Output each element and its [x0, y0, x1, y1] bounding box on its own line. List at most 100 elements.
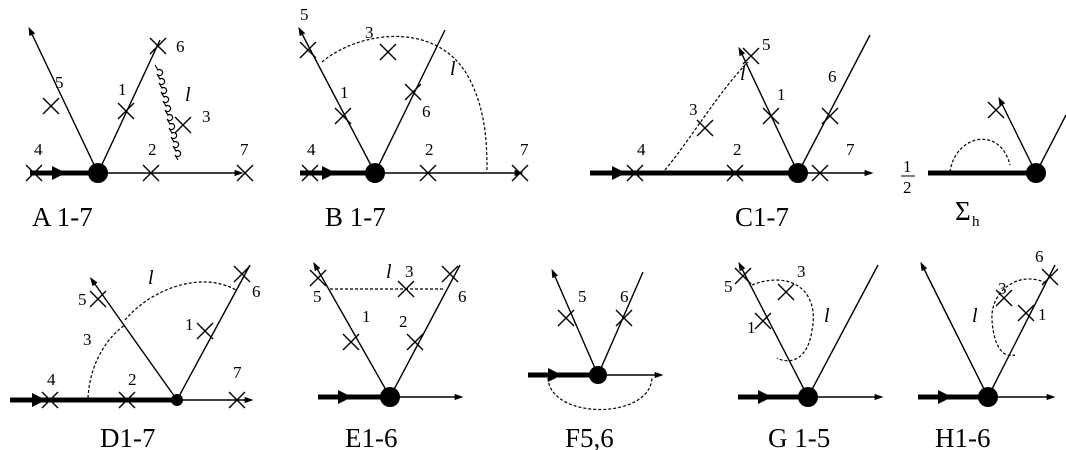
vertex — [978, 387, 998, 407]
insertion-label-6: 6 — [422, 102, 431, 121]
insertion-label-4: 4 — [637, 140, 646, 159]
gluon-lower — [87, 324, 126, 399]
heavy-quark-arrow — [758, 390, 772, 404]
insertion-label-4: 4 — [47, 370, 56, 389]
vertex — [365, 163, 385, 183]
fermion-line-left — [998, 96, 1037, 174]
vertex — [88, 163, 108, 183]
loop-momentum-label: l — [740, 63, 746, 85]
insertion-label-5: 5 — [724, 277, 733, 296]
gluon-propagator — [321, 35, 488, 171]
insertion-label-2: 2 — [148, 140, 157, 159]
gluon-propagator — [751, 279, 814, 362]
gluon-propagator — [664, 61, 749, 171]
insertion-label-2: 2 — [733, 140, 742, 159]
insertion-crosses — [299, 41, 529, 182]
fermion-line-left — [551, 268, 599, 376]
gluon-loop — [949, 138, 1011, 173]
insertion-label-5: 5 — [578, 287, 587, 306]
heavy-quark-arrow — [338, 390, 352, 404]
fermion-line-right — [796, 34, 871, 177]
diagram-caption: Σ — [955, 196, 971, 226]
insertion-label-3: 3 — [689, 100, 698, 119]
heavy-quark-arrow — [548, 368, 562, 382]
insertion-label-1: 1 — [340, 83, 349, 102]
heavy-quark-arrow — [938, 390, 952, 404]
loop-momentum-label: l — [824, 305, 830, 327]
gluon-propagator — [154, 64, 182, 161]
diagram-b: 4 2 7 5 1 3 6 l B 1-7 — [298, 5, 529, 232]
insertion-label-3: 3 — [405, 262, 414, 281]
insertion-crosses — [995, 268, 1059, 322]
fermion-line-left — [89, 277, 178, 401]
fermion-line-right — [175, 264, 251, 404]
insertion-label-7: 7 — [240, 140, 249, 159]
diagram-g: 5 1 3 l G 1-5 — [724, 261, 884, 450]
insertion-label-2: 2 — [399, 312, 408, 331]
insertion-label-6: 6 — [1035, 247, 1044, 266]
loop-momentum-label: l — [148, 267, 154, 289]
fermion-line-left — [28, 26, 99, 174]
insertion-label-3: 3 — [365, 23, 374, 42]
insertion-label-5: 5 — [78, 290, 87, 309]
insertion-label-7: 7 — [846, 140, 855, 159]
vertex — [798, 387, 818, 407]
insertion-label-5: 5 — [762, 35, 771, 54]
heavy-quark-arrow — [612, 166, 626, 180]
fermion-line-left — [738, 261, 809, 398]
loop-momentum-label: l — [185, 84, 191, 106]
loop-momentum-label: l — [450, 58, 456, 80]
diagram-e: 5 1 2 3 6 l E1-6 — [309, 261, 467, 450]
heavy-quark-arrow — [32, 393, 46, 407]
insertion-label-3: 3 — [998, 279, 1007, 298]
insertion-label-1: 1 — [747, 318, 756, 337]
insertion-label-2: 2 — [128, 370, 137, 389]
heavy-quark-arrow — [52, 166, 66, 180]
insertion-label-4: 4 — [34, 140, 43, 159]
loop-momentum-label: l — [386, 261, 392, 283]
vertex — [589, 366, 607, 384]
insertion-crosses — [626, 47, 839, 182]
fermion-line-left — [313, 261, 391, 398]
insertion-label-3: 3 — [83, 330, 92, 349]
insertion-crosses — [25, 37, 254, 182]
prefactor-numerator: 1 — [903, 157, 912, 176]
fermion-line-left — [738, 46, 799, 174]
gluon-propagator — [991, 278, 1047, 357]
insertion-label-5: 5 — [313, 287, 322, 306]
insertion-crosses — [41, 265, 251, 409]
insertion-label-3: 3 — [797, 262, 806, 281]
insertion-crosses — [557, 309, 633, 327]
insertion-label-1: 1 — [185, 315, 194, 334]
fermion-line-right — [596, 271, 644, 379]
insertion-label-1: 1 — [777, 85, 786, 104]
fermion-line-left — [920, 261, 989, 398]
vertex — [380, 387, 400, 407]
diagram-c: 4 2 7 3 5 1 6 l C1-7 — [590, 34, 874, 232]
insertion-cross — [987, 101, 1005, 119]
insertion-label-6: 6 — [620, 287, 629, 306]
diagram-caption: B 1-7 — [325, 202, 386, 232]
diagram-caption: C1-7 — [735, 202, 789, 232]
insertion-label-6: 6 — [252, 282, 261, 301]
insertion-crosses — [734, 267, 795, 330]
diagram-a: 4 2 7 5 1 6 3 l A 1-7 — [25, 26, 254, 232]
insertion-label-5: 5 — [55, 73, 64, 92]
insertion-label-1: 1 — [118, 80, 127, 99]
diagram-sigma-h: 1 2 Σ h — [901, 96, 1066, 230]
gluon-loop — [547, 377, 653, 411]
diagram-caption: A 1-7 — [32, 202, 93, 232]
insertion-label-6: 6 — [828, 67, 837, 86]
diagram-caption-subscript: h — [972, 214, 980, 230]
vertex — [171, 394, 183, 406]
insertion-label-4: 4 — [307, 140, 316, 159]
fermion-line-right — [1035, 114, 1066, 174]
insertion-label-2: 2 — [425, 140, 434, 159]
vertex — [788, 163, 808, 183]
insertion-label-3: 3 — [202, 107, 211, 126]
prefactor-denominator: 2 — [903, 178, 912, 197]
diagram-caption: E1-6 — [345, 423, 397, 450]
fermion-line-right — [986, 264, 1056, 401]
fermion-line-right — [97, 39, 161, 174]
